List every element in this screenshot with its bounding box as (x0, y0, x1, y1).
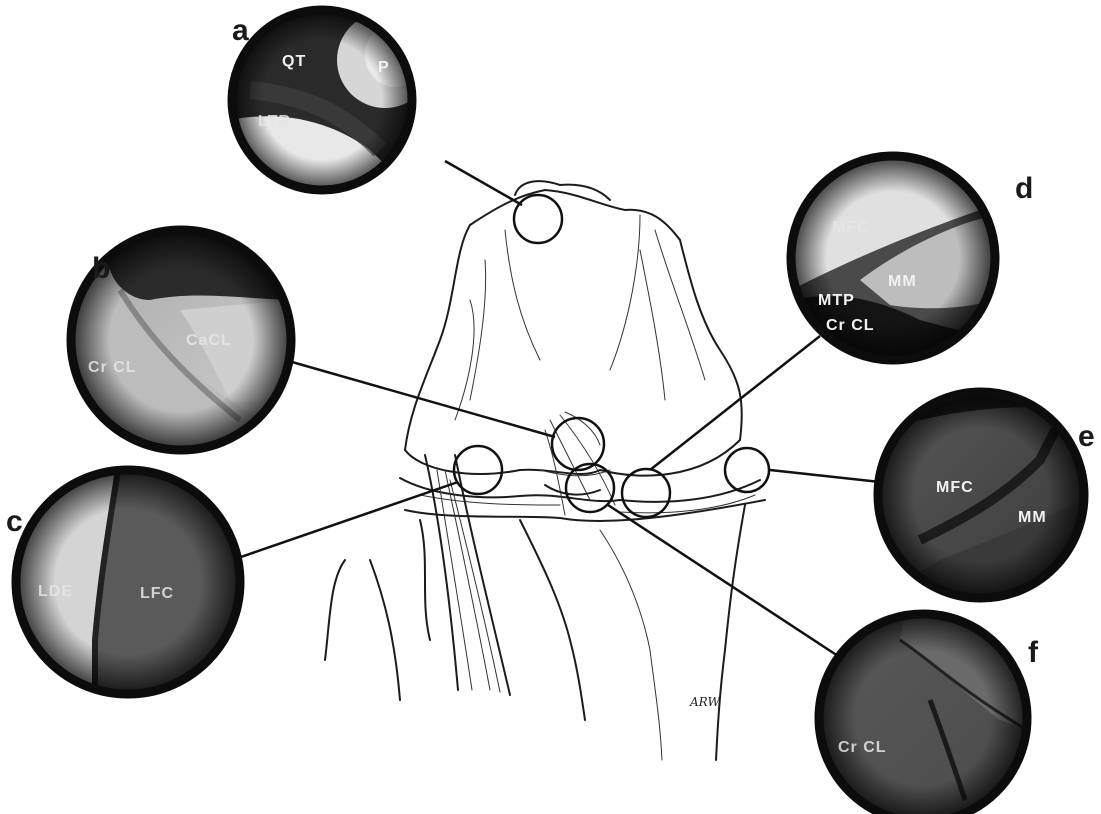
site-marker-a (514, 195, 562, 243)
panel-letter-c: c (6, 505, 23, 538)
leader-line-a (445, 161, 522, 205)
artist-signature: ARW (689, 695, 721, 709)
inset-d: d MFC MM MTP Cr CL (791, 156, 1033, 360)
label-mm-e: MM (1018, 509, 1047, 526)
leader-line-d (650, 336, 820, 470)
inset-e: e MFC MM (878, 392, 1095, 598)
inset-a: a QT P LTR (230, 8, 433, 192)
panel-letter-d: d (1015, 172, 1033, 205)
site-marker-b (552, 418, 604, 470)
label-lde: LDE (38, 583, 73, 600)
label-mm-d: MM (888, 273, 917, 290)
label-crcl-b: Cr CL (88, 359, 137, 376)
panel-letter-a: a (232, 14, 249, 47)
label-lfc: LFC (140, 585, 174, 602)
label-p: P (378, 59, 390, 76)
inset-f: f Cr CL (819, 614, 1039, 814)
panel-letter-f: f (1028, 636, 1039, 669)
label-crcl-f: Cr CL (838, 739, 887, 756)
inset-c: c LDE LFC (6, 470, 240, 694)
label-crcl-d: Cr CL (826, 317, 875, 334)
view-site-markers (454, 195, 769, 517)
site-marker-c (454, 446, 502, 494)
panel-letter-e: e (1078, 420, 1095, 453)
knee-line-drawing (325, 181, 765, 760)
leader-line-e (770, 470, 880, 482)
label-ltr: LTR (258, 113, 291, 130)
label-mfc-e: MFC (936, 479, 974, 496)
leader-line-f (608, 505, 838, 656)
label-mfc-d: MFC (832, 219, 870, 236)
panel-letter-b: b (92, 252, 110, 285)
inset-b: b CaCL Cr CL (71, 230, 300, 450)
label-cacl: CaCL (186, 332, 232, 349)
label-qt: QT (282, 53, 306, 70)
label-mtp: MTP (818, 292, 855, 309)
leader-line-b (285, 360, 555, 437)
